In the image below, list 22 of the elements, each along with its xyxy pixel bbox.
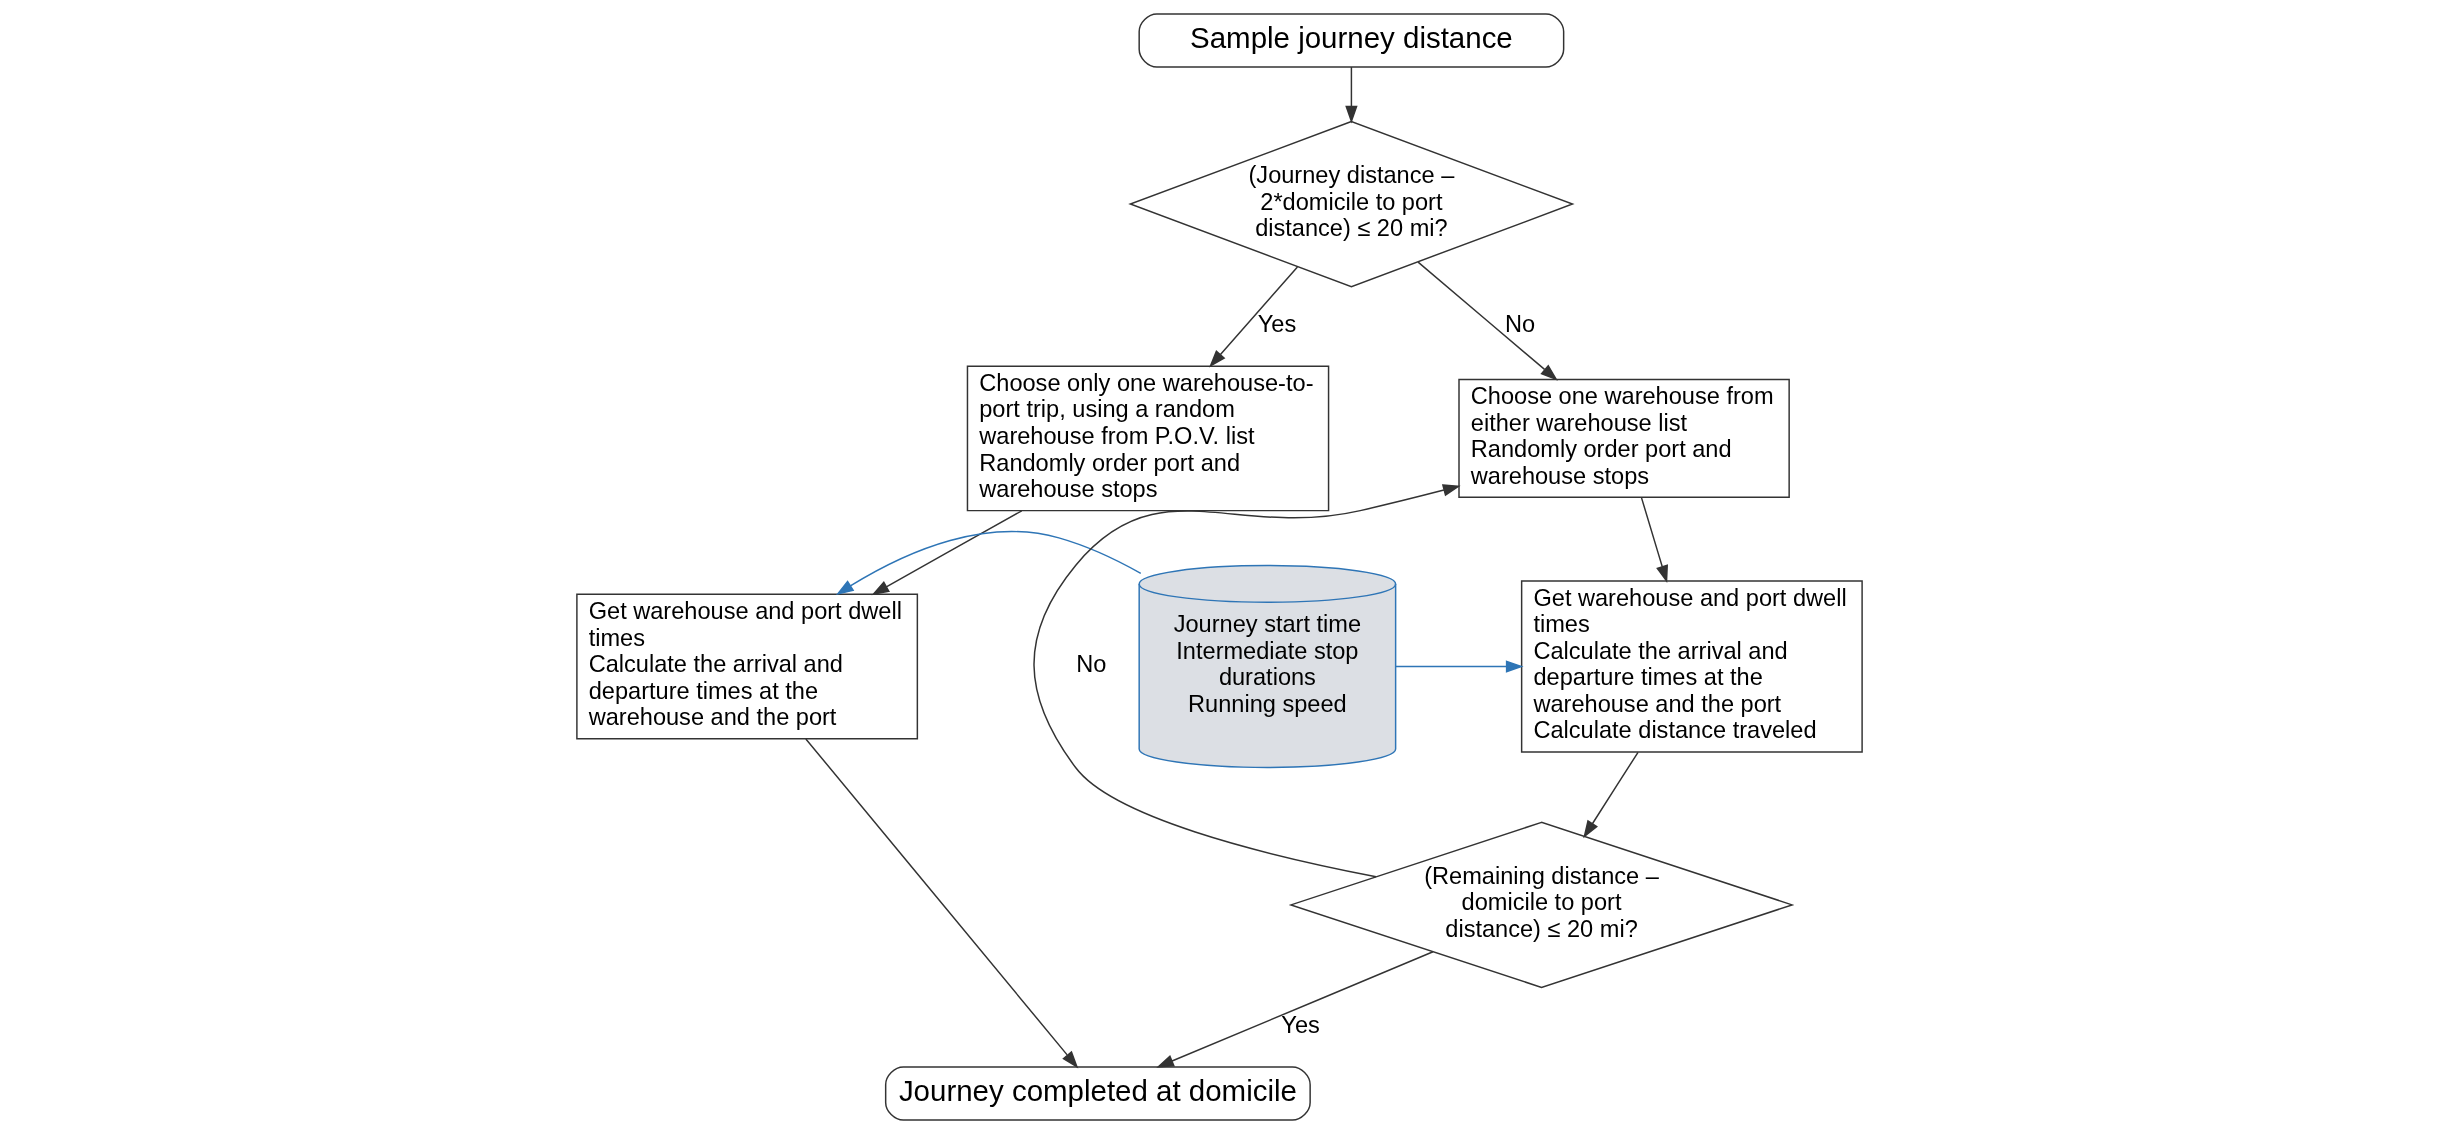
node-box: Sample journey distance	[1137, 13, 1564, 68]
node-box: Choose only one warehouse-to-port trip, using a random warehouse from P.O.V. list Randomly order port and warehouse stops	[966, 365, 1329, 512]
arrow	[1032, 484, 1461, 878]
node-box: Journey completed at domicile	[884, 1066, 1311, 1121]
node-diamond: (Journey distance – 2*domicile to port distance) ≤ 20 mi?	[1127, 120, 1575, 288]
arrow	[835, 530, 1141, 596]
edge-label: No	[1075, 651, 1106, 678]
node-box: Choose one warehouse from either warehouse list Randomly order port and warehouse stops	[1457, 378, 1790, 499]
arrow	[1208, 266, 1298, 368]
edge-label: Yes	[1280, 1011, 1320, 1038]
node-box: Get warehouse and port dwell times Calculate the arrival and departure times at the warehouse and the port Calculate distance traveled	[1520, 580, 1863, 753]
arrow	[804, 738, 1078, 1069]
arrow	[871, 510, 1022, 596]
edge-label: Yes	[1257, 310, 1296, 337]
arrow	[1344, 66, 1358, 124]
edge-label: No	[1504, 310, 1535, 337]
arrow	[1640, 497, 1668, 584]
arrow	[1394, 660, 1524, 673]
arrow	[1582, 751, 1639, 839]
node-box: Get warehouse and port dwell times Calculate the arrival and departure times at the warehouse and the port	[575, 593, 918, 740]
arrow	[1416, 261, 1558, 381]
arrow	[1155, 951, 1434, 1068]
